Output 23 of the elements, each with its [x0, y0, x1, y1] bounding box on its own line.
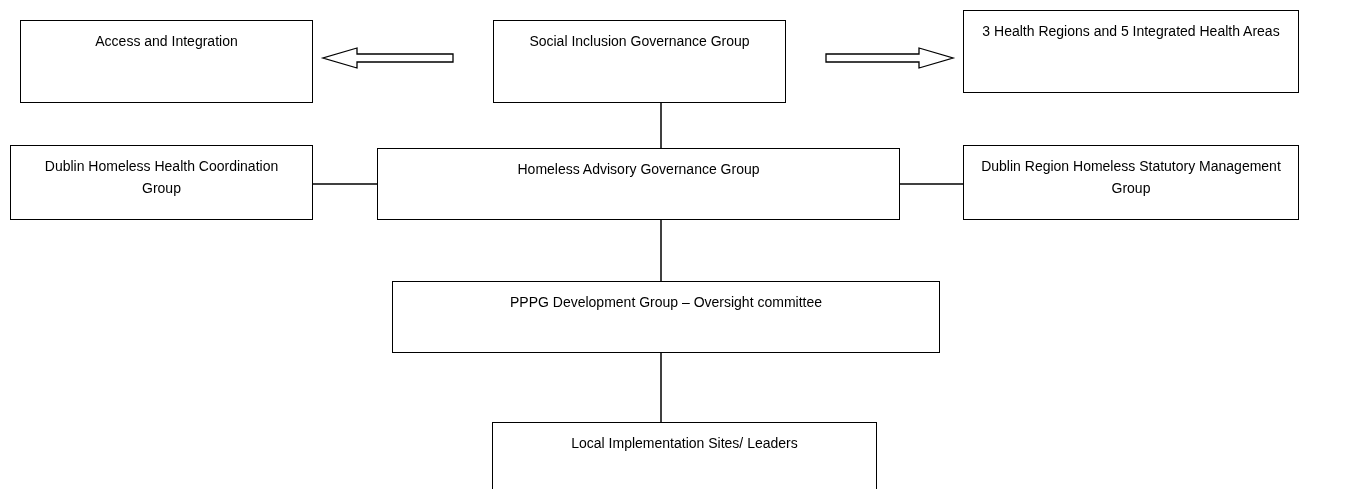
box-label: Dublin Homeless Health Coordination Group	[43, 157, 280, 198]
connector-line	[660, 352, 662, 423]
block-arrow	[320, 47, 454, 69]
connector-line	[660, 219, 662, 282]
box-label: 3 Health Regions and 5 Integrated Health Areas	[981, 22, 1281, 41]
box-label: Local Implementation Sites/ Leaders	[570, 434, 799, 453]
org-box	[493, 20, 786, 103]
org-box	[963, 10, 1299, 93]
org-box	[492, 422, 877, 489]
org-box	[10, 145, 313, 220]
box-label: PPPG Development Group – Oversight committee	[509, 293, 823, 312]
box-label: Access and Integration	[94, 32, 239, 51]
connector-line	[899, 183, 964, 185]
box-label: Dublin Region Homeless Statutory Management Group	[980, 157, 1282, 198]
box-label: Social Inclusion Governance Group	[528, 32, 751, 51]
box-label: Homeless Advisory Governance Group	[516, 160, 761, 179]
org-box	[377, 148, 900, 220]
org-box	[392, 281, 940, 353]
org-box	[20, 20, 313, 103]
block-arrow	[825, 47, 956, 69]
connector-line	[660, 102, 662, 149]
connector-line	[312, 183, 378, 185]
org-box	[963, 145, 1299, 220]
